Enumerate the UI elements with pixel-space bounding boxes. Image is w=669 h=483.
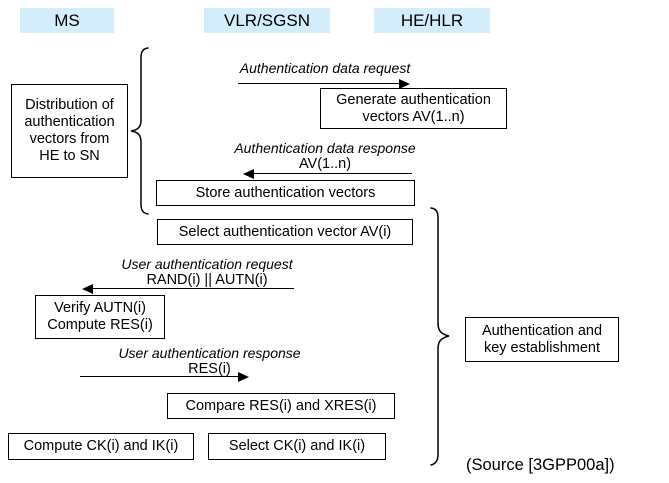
message-payload-authentication-data-response: AV(1..n) — [298, 156, 352, 172]
arrow-shaft — [252, 173, 412, 174]
action-box-select-authentication-vector: Select authentication vector AV(i) — [157, 219, 413, 245]
action-box-verify-autn-compute-res: Verify AUTN(i) Compute RES(i) — [35, 295, 165, 339]
column-header-he-hlr: HE/HLR — [374, 8, 490, 33]
arrow-shaft — [91, 288, 294, 289]
arrow-head-right-icon — [238, 372, 249, 382]
action-box-generate-authentication-vectors: Generate authentication vectors AV(1..n) — [320, 88, 507, 129]
arrow-shaft — [80, 376, 240, 377]
action-select-av-line-1: Select authentication vector AV(i) — [178, 223, 392, 240]
message-arrow-authentication-data-response — [243, 169, 413, 180]
message-arrow-authentication-data-request — [238, 79, 412, 90]
message-payload-user-authentication-request: RAND(i) || AUTN(i) — [146, 272, 268, 288]
column-header-he-hlr-label: HE/HLR — [400, 11, 464, 30]
phase-distribution-line-2: authentication — [24, 114, 115, 130]
action-box-select-ck-ik: Select CK(i) and IK(i) — [208, 433, 386, 460]
column-header-ms: MS — [20, 8, 114, 33]
action-generate-line-1: Generate authentication — [336, 91, 491, 108]
arrow-head-left-icon — [243, 169, 254, 179]
message-payload-user-authentication-response: RES(i) — [188, 361, 231, 377]
arrow-head-left-icon — [82, 284, 93, 294]
column-header-ms-label: MS — [54, 11, 80, 30]
left-phase-brace — [126, 46, 152, 216]
action-store-line-1: Store authentication vectors — [195, 184, 376, 201]
phase-label-authentication-key-establishment: Authentication and key establishment — [465, 317, 619, 362]
action-box-store-authentication-vectors: Store authentication vectors — [156, 180, 415, 206]
action-compare-line-1: Compare RES(i) and XRES(i) — [185, 397, 377, 414]
column-header-vlr-sgsn-label: VLR/SGSN — [224, 11, 310, 30]
phase-auth-key-line-1: Authentication and — [481, 322, 603, 339]
source-caption: (Source [3GPP00a]) — [466, 456, 615, 474]
arrow-head-right-icon — [399, 79, 410, 89]
message-arrow-user-authentication-response — [80, 372, 250, 383]
phase-label-distribution: Distribution of authentication vectors f… — [11, 84, 128, 178]
right-phase-brace — [428, 205, 458, 470]
phase-distribution-line-4: HE to SN — [39, 148, 100, 164]
phase-distribution-line-1: Distribution of — [25, 97, 114, 113]
action-compute-ck-line-1: Compute CK(i) and IK(i) — [23, 438, 179, 454]
arrow-shaft — [238, 83, 401, 84]
message-label-user-authentication-request: User authentication request — [121, 256, 293, 272]
message-label-user-authentication-response: User authentication response — [118, 345, 301, 361]
action-select-ck-line-1: Select CK(i) and IK(i) — [228, 438, 366, 454]
action-verify-line-2: Compute RES(i) — [47, 317, 153, 333]
message-arrow-user-authentication-request — [82, 284, 294, 295]
phase-auth-key-line-2: key establishment — [483, 339, 601, 356]
action-box-compute-ck-ik: Compute CK(i) and IK(i) — [8, 433, 194, 460]
action-verify-line-1: Verify AUTN(i) — [54, 300, 146, 316]
message-label-authentication-data-request: Authentication data request — [239, 60, 411, 76]
message-label-authentication-data-response: Authentication data response — [234, 140, 416, 156]
action-generate-line-2: vectors AV(1..n) — [362, 108, 465, 125]
action-box-compare-res-xres: Compare RES(i) and XRES(i) — [167, 393, 395, 419]
phase-distribution-line-3: vectors from — [29, 131, 110, 147]
column-header-vlr-sgsn: VLR/SGSN — [204, 8, 330, 33]
